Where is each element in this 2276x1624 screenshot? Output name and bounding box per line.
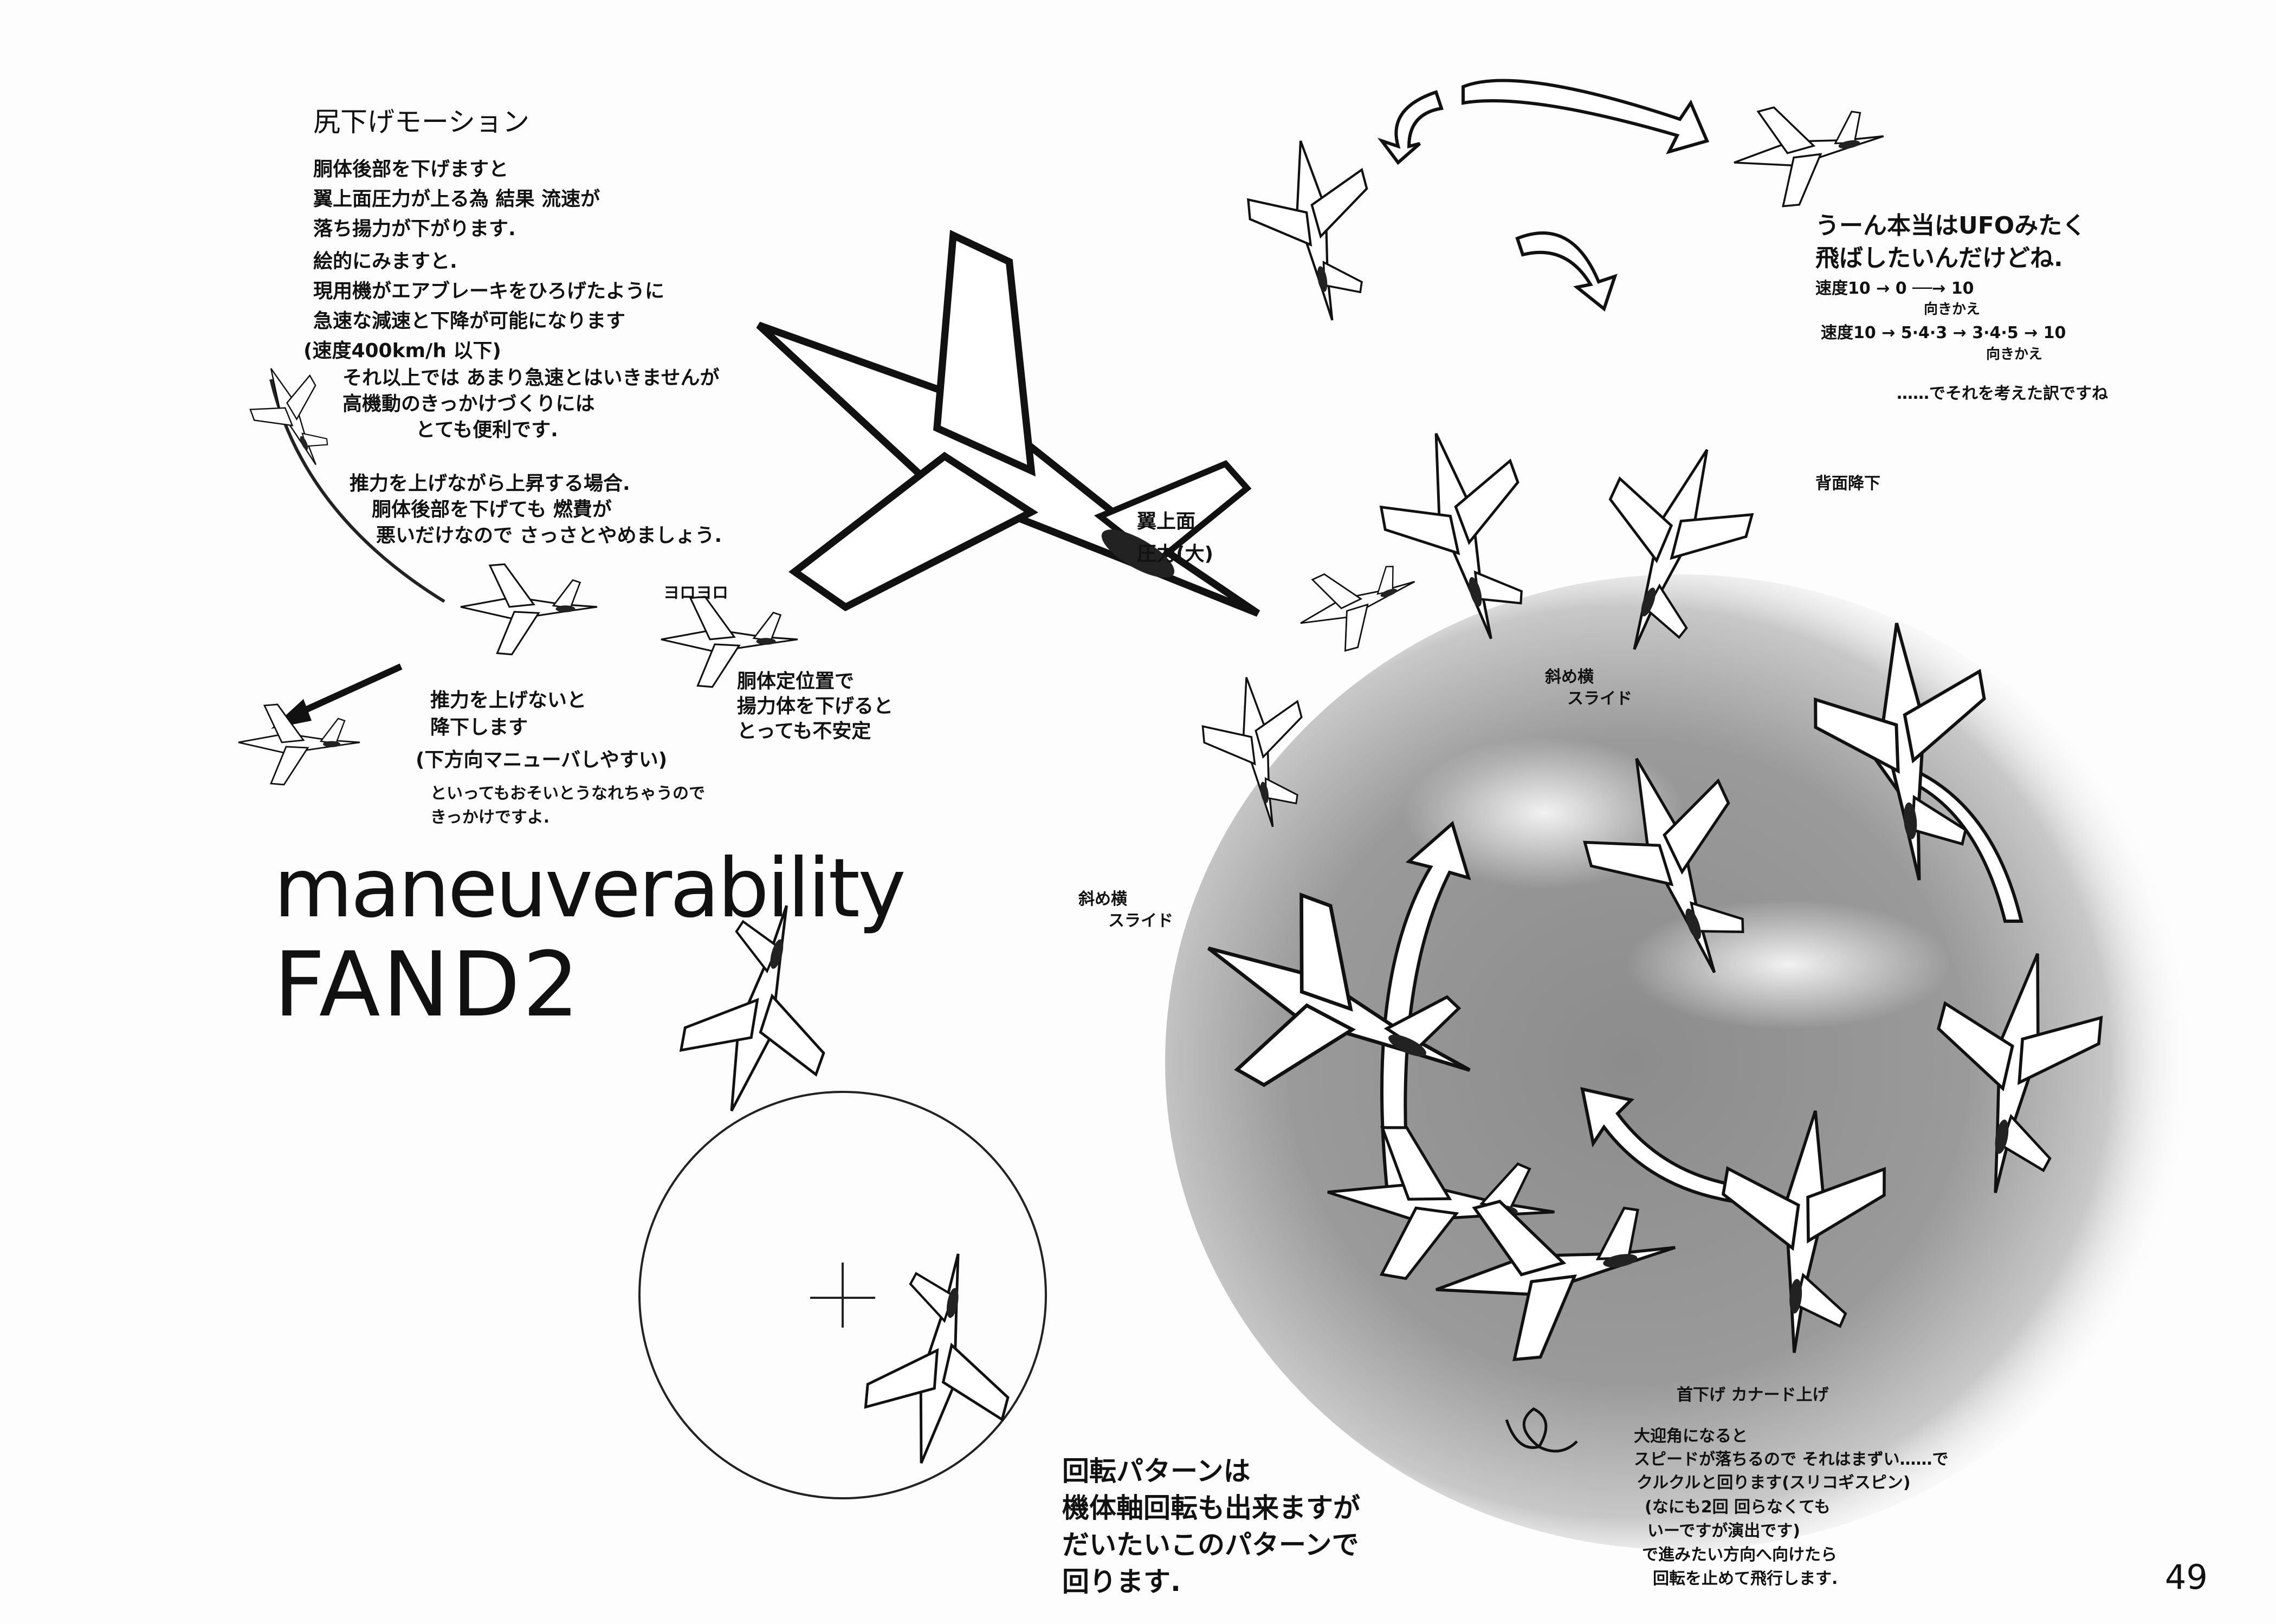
descent-note: といってもおそいとうなれちゃうので: [430, 784, 705, 803]
plane-sketch: [236, 353, 347, 481]
page-number: 49: [2165, 1557, 2208, 1597]
plane-sketch: [856, 1243, 1031, 1476]
ufo-conclusion: ……でそれを考えた訳ですね: [1897, 384, 2108, 403]
unstable-note: 胴体定位置で: [737, 670, 855, 693]
note-line: 落ち揚力が下がります.: [313, 218, 516, 240]
descent-note: きっかけですよ.: [430, 808, 550, 827]
slide-label: 斜め横: [1545, 668, 1594, 687]
rotation-note: だいたいこのパターンで: [1062, 1529, 1359, 1561]
rotation-circle: [638, 1091, 1047, 1499]
thrust-line: 推力を上げながら上昇する場合.: [350, 473, 630, 495]
plane-sketch: [1286, 545, 1430, 664]
descent-note: 推力を上げないと: [430, 689, 587, 711]
unstable-note: とっても不安定: [737, 720, 871, 742]
note-line: 絵的にみますと.: [313, 250, 457, 273]
speed-sequence-2: 速度10 → 5·4·3 → 3·4·5 → 10: [1821, 323, 2066, 342]
note-line: 高機動のきっかけづくりには: [342, 393, 595, 415]
thrust-line: 胴体後部を下げても 燃費が: [372, 499, 612, 521]
spin-note: (なにも2回 回らなくても: [1645, 1498, 1831, 1517]
spin-note: スピードが落ちるので それはまずい……で: [1634, 1450, 1949, 1469]
note-line: それ以上では あまり急速とはいきませんが: [342, 367, 720, 389]
spin-note: で進みたい方向へ向けたら: [1642, 1545, 1837, 1564]
slide-label: 斜め横: [1078, 890, 1127, 909]
speed-sequence-1: 速度10 → 0 ──→ 10: [1815, 279, 1974, 298]
slide-label: スライド: [1567, 689, 1632, 708]
note-line: 現用機がエアブレーキをひろげたように: [313, 280, 665, 302]
wing-pressure-label: 翼上面: [1137, 510, 1196, 533]
rotation-note: 回ります.: [1062, 1566, 1181, 1597]
wing-pressure-label: 圧力(大): [1137, 543, 1213, 565]
note-line: 急速な減速と下降が可能になります: [313, 310, 626, 332]
plane-sketch: [460, 563, 598, 656]
turn-label: 向きかえ: [1986, 346, 2043, 363]
plane-sketch: [1238, 131, 1388, 331]
nose-down-label: 首下げ カナード上げ: [1677, 1386, 1829, 1405]
note-line: とても便利です.: [416, 419, 558, 441]
note-line: 胴体後部を下げますと: [313, 158, 509, 180]
note-line: 翼上面圧力が上る為 結果 流速が: [313, 188, 600, 210]
heading-maneuverability: maneuverability: [274, 842, 906, 936]
rotation-note: 回転パターンは: [1062, 1455, 1251, 1487]
spin-note: いーですが演出です): [1647, 1522, 1800, 1541]
rotation-note: 機体軸回転も出来ますが: [1062, 1492, 1360, 1524]
arrow-up: [1380, 820, 1471, 1194]
note-line: (速度400km/h 以下): [303, 340, 501, 362]
spin-note: 回転を止めて飛行します.: [1653, 1569, 1838, 1588]
descent-note: (下方向マニューバしやすい): [416, 749, 668, 771]
plane-sketch: [1725, 88, 1894, 216]
descent-note: 降下します: [430, 716, 528, 739]
turn-label: 向きかえ: [1924, 301, 1981, 318]
wobble-label: ヨロヨロ: [663, 584, 728, 603]
arrow-top: [1462, 79, 1710, 154]
unstable-note: 揚力体を下げると: [737, 695, 894, 717]
slide-label: スライド: [1108, 911, 1173, 930]
ufo-note: 飛ばしたいんだけどね.: [1815, 244, 2063, 272]
motion-title: 尻下げモーション: [313, 106, 529, 138]
spin-note: 大迎角になると: [1634, 1427, 1748, 1446]
ufo-note: うーん本当はUFOみたく: [1815, 212, 2086, 240]
spin-note: クルクルと回ります(スリコギスピン): [1637, 1473, 1911, 1492]
heading-fand2: FAND2: [274, 933, 582, 1037]
thrust-line: 悪いだけなので さっさとやめましょう.: [376, 525, 722, 547]
inverted-descent-label: 背面降下: [1815, 474, 1880, 493]
